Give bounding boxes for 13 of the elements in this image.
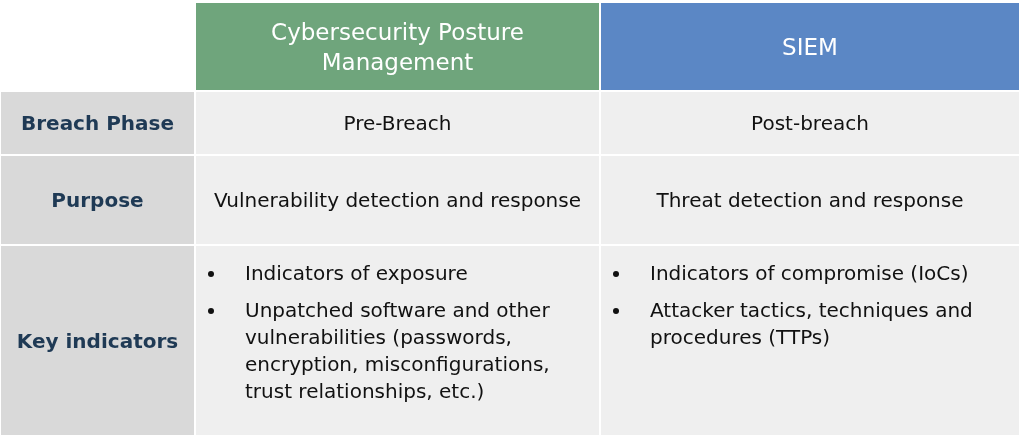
table-cell: Post-breach [601,92,1019,154]
list-item: Attacker tactics, techniques and procedures (TTPs) [650,297,974,351]
column-header: Cybersecurity Posture Management [196,3,599,90]
row-header: Key indicators [1,246,194,435]
table-cell: Threat detection and response [601,156,1019,244]
table-cell: Pre-Breach [196,92,599,154]
row-header: Purpose [1,156,194,244]
table-cell: Vulnerability detection and response [196,156,599,244]
row-header: Breach Phase [1,92,194,154]
list-item: Indicators of exposure [245,260,468,287]
list-item: Indicators of compromise (IoCs) [650,260,969,287]
list-item: Unpatched software and other vulnerabilities (passwords, encryption, misconfigurations, trust relationships, etc.) [245,297,551,405]
column-header: SIEM [601,3,1019,90]
